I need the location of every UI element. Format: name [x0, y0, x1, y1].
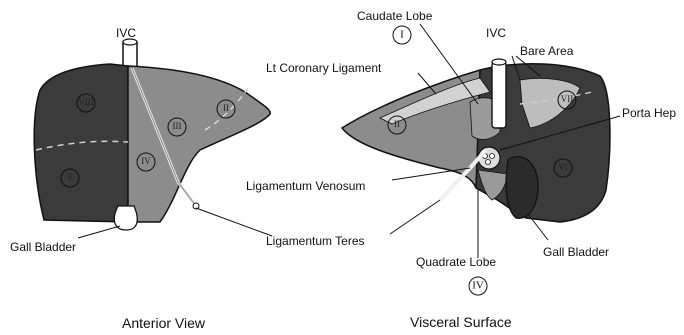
svg-text:VI: VI [558, 162, 568, 172]
bare-area-label: Bare Area [520, 44, 574, 58]
caudate-segment-i: I [393, 26, 411, 44]
svg-text:II: II [223, 103, 229, 113]
svg-text:I: I [400, 29, 404, 41]
visceral-surface-title: Visceral Surface [410, 314, 512, 330]
visceral-ivc-shape [492, 62, 506, 128]
caudate-lobe-label: Caudate Lobe [357, 9, 433, 23]
anterior-ivc-label: IVC [116, 26, 136, 40]
ligamentum-teres-label: Ligamentum Teres [266, 234, 365, 248]
svg-text:III: III [173, 121, 182, 131]
svg-text:IV: IV [472, 280, 484, 292]
anterior-gall-bladder-label: Gall Bladder [10, 240, 76, 254]
anterior-left-lobe [128, 66, 270, 222]
svg-text:VII: VII [561, 94, 574, 104]
svg-text:IV: IV [141, 156, 151, 166]
svg-text:II: II [394, 119, 400, 129]
svg-text:V: V [67, 172, 74, 182]
anterior-view-title: Anterior View [122, 315, 206, 331]
quadrate-lobe-label: Quadrate Lobe [416, 255, 496, 269]
visceral-ivc-label: IVC [486, 26, 506, 40]
visceral-gall-bladder [506, 157, 538, 219]
lt-coronary-ligament-label: Lt Coronary Ligament [266, 61, 382, 75]
visceral-view: I II VII VI IV Caudate Lobe IVC Ba [246, 9, 676, 330]
ligamentum-venosum-label: Ligamentum Venosum [246, 179, 365, 193]
svg-text:VIII: VIII [78, 97, 94, 107]
anterior-ivc-shape [123, 42, 137, 68]
quadrate-segment-iv: IV [469, 277, 487, 295]
porta-hepatis-label: Porta Hep [622, 106, 676, 120]
visceral-gall-bladder-label: Gall Bladder [543, 245, 609, 259]
